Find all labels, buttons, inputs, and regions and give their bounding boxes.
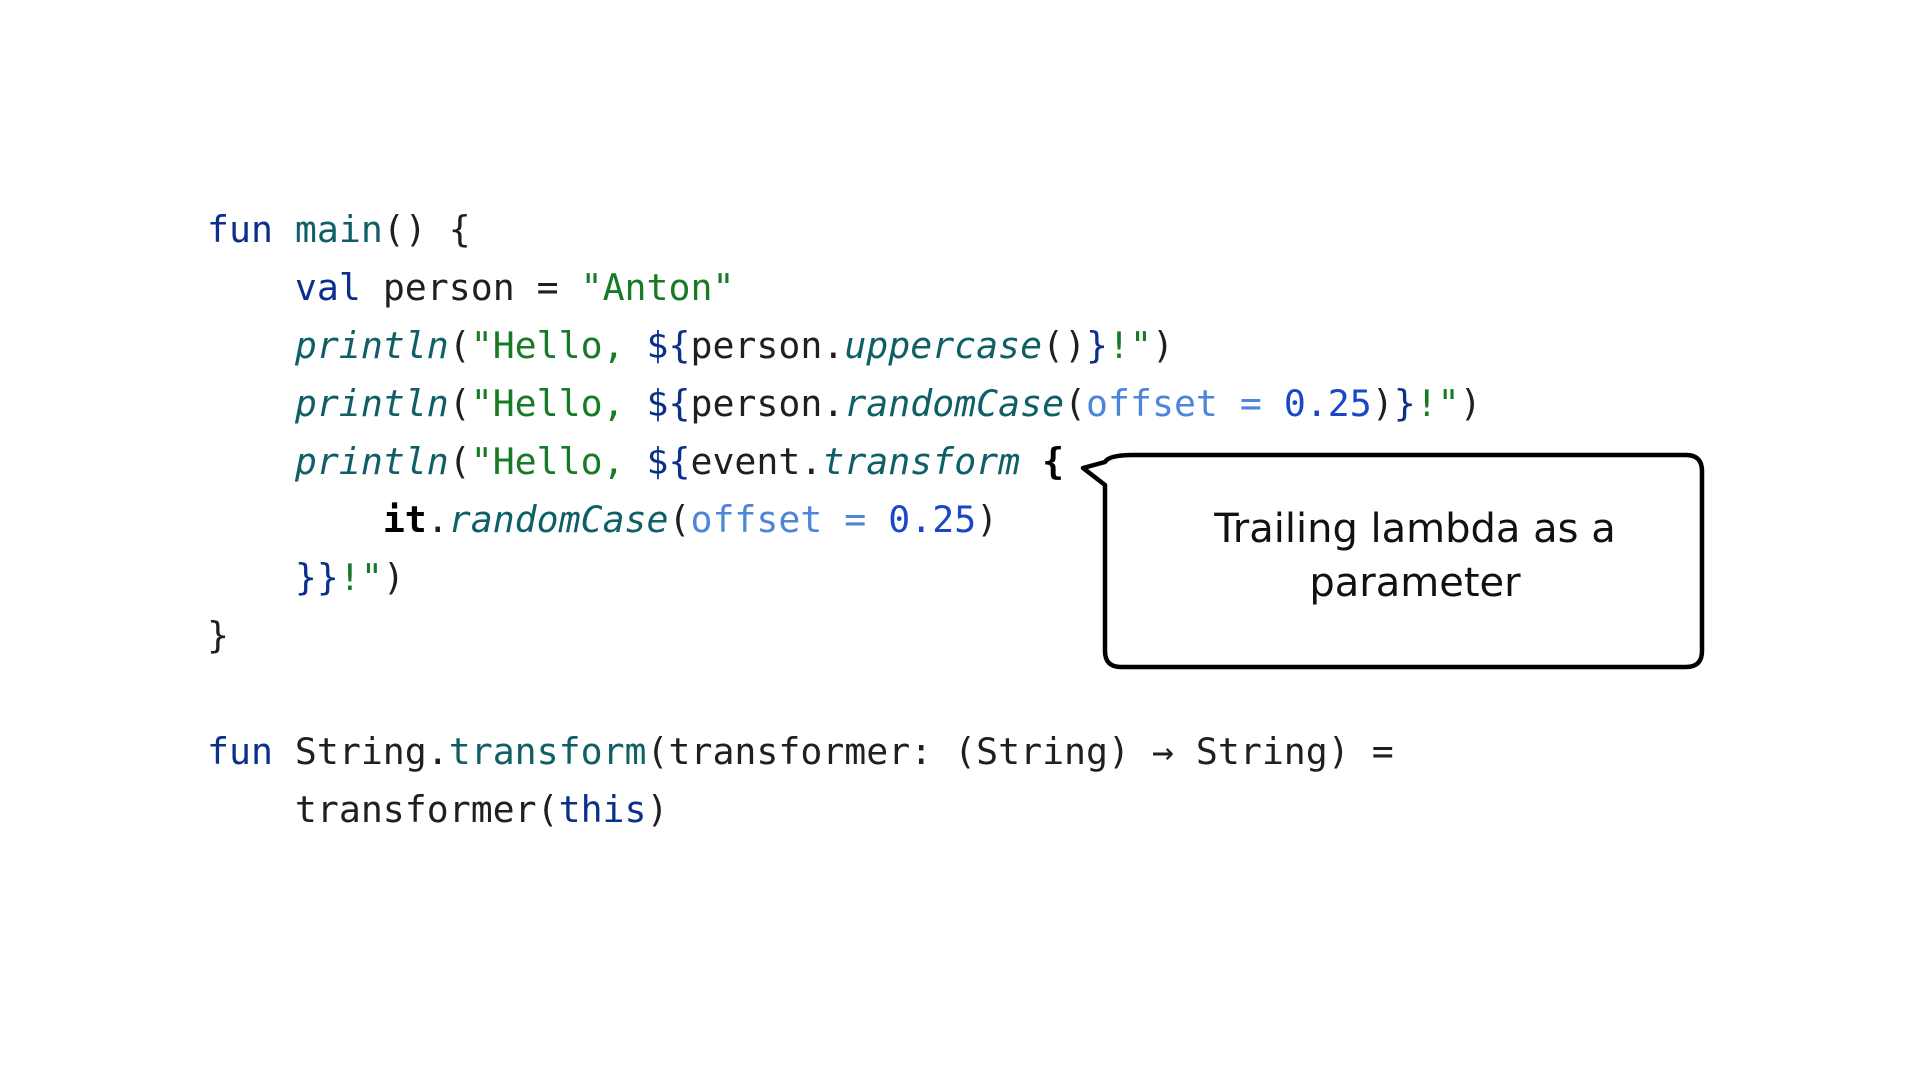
code-token: println xyxy=(294,440,449,483)
code-token: ( xyxy=(448,324,471,367)
code-token: "Hello, xyxy=(470,440,647,483)
code-token: ${ xyxy=(646,382,691,425)
code-token: val xyxy=(294,266,361,309)
code-token: { xyxy=(1042,440,1065,483)
code-token: person. xyxy=(690,324,845,367)
code-token: uppercase xyxy=(844,324,1043,367)
code-block: fun main() { val person = "Anton" printl… xyxy=(207,201,1482,839)
code-token xyxy=(1020,440,1042,483)
code-token: ) xyxy=(1371,382,1394,425)
code-token xyxy=(207,382,295,425)
code-token: ( xyxy=(448,382,471,425)
code-token: ) xyxy=(382,556,405,599)
code-token: !" xyxy=(338,556,383,599)
code-token: "Hello, xyxy=(470,382,647,425)
code-token: transform xyxy=(822,440,1021,483)
code-line: val person = "Anton" xyxy=(207,259,1482,317)
callout-outline xyxy=(1080,452,1705,670)
code-token: fun xyxy=(207,730,273,773)
code-line: println("Hello, ${person.randomCase(offs… xyxy=(207,375,1482,433)
code-token: 0.25 xyxy=(888,498,977,541)
code-token xyxy=(273,208,295,251)
callout-line-1: Trailing lambda as a xyxy=(1214,506,1616,552)
code-token: ( xyxy=(1064,382,1087,425)
code-token: main xyxy=(294,208,383,251)
code-token: 0.25 xyxy=(1283,382,1372,425)
code-token: transformer( xyxy=(207,788,559,831)
code-token: () xyxy=(1042,324,1087,367)
code-token: offset = xyxy=(1086,382,1284,425)
code-token: } xyxy=(207,614,229,657)
code-token: event. xyxy=(690,440,823,483)
code-token: println xyxy=(294,324,449,367)
code-token: person = xyxy=(360,266,581,309)
code-token: transform xyxy=(448,730,647,773)
code-token: }} xyxy=(294,556,339,599)
code-line: it.randomCase(offset = 0.25) xyxy=(207,491,1482,549)
code-token: "Anton" xyxy=(580,266,735,309)
code-token: } xyxy=(1086,324,1109,367)
code-token: String. xyxy=(272,730,449,773)
code-line: fun main() { xyxy=(207,201,1482,259)
code-line: transformer(this) xyxy=(207,781,1482,839)
code-token: ${ xyxy=(646,324,691,367)
code-token: "Hello, xyxy=(470,324,647,367)
code-token: ) xyxy=(1459,382,1482,425)
callout-text: Trailing lambda as a parameter xyxy=(1125,502,1705,610)
code-token: ( xyxy=(668,498,691,541)
code-token: . xyxy=(426,498,449,541)
code-token: ) xyxy=(646,788,669,831)
callout-line-2: parameter xyxy=(1309,560,1521,606)
code-token: ${ xyxy=(646,440,691,483)
code-token: !" xyxy=(1415,382,1460,425)
code-token: this xyxy=(558,788,647,831)
code-line: fun String.transform(transformer: (Strin… xyxy=(207,723,1482,781)
code-token xyxy=(207,498,383,541)
code-line: println("Hello, ${person.uppercase()}!") xyxy=(207,317,1482,375)
code-line: }}!") xyxy=(207,549,1482,607)
code-token: () { xyxy=(382,208,471,251)
code-token: randomCase xyxy=(448,498,669,541)
code-token: randomCase xyxy=(844,382,1065,425)
code-token: !" xyxy=(1108,324,1152,367)
callout-bubble xyxy=(1080,452,1705,670)
code-token: ) xyxy=(1151,324,1174,367)
code-token xyxy=(207,324,295,367)
code-token: ( xyxy=(448,440,471,483)
code-token: fun xyxy=(207,208,273,251)
code-token: it xyxy=(382,498,427,541)
code-token xyxy=(207,266,295,309)
code-token: (transformer: (String) → String) = xyxy=(646,730,1394,773)
code-token: println xyxy=(294,382,449,425)
code-token: ) xyxy=(976,498,999,541)
code-line: println("Hello, ${event.transform { xyxy=(207,433,1482,491)
code-token: person. xyxy=(690,382,845,425)
code-token: offset = xyxy=(690,498,889,541)
code-token: } xyxy=(1393,382,1416,425)
code-token xyxy=(207,440,295,483)
code-line: } xyxy=(207,607,1482,665)
code-token xyxy=(207,556,295,599)
